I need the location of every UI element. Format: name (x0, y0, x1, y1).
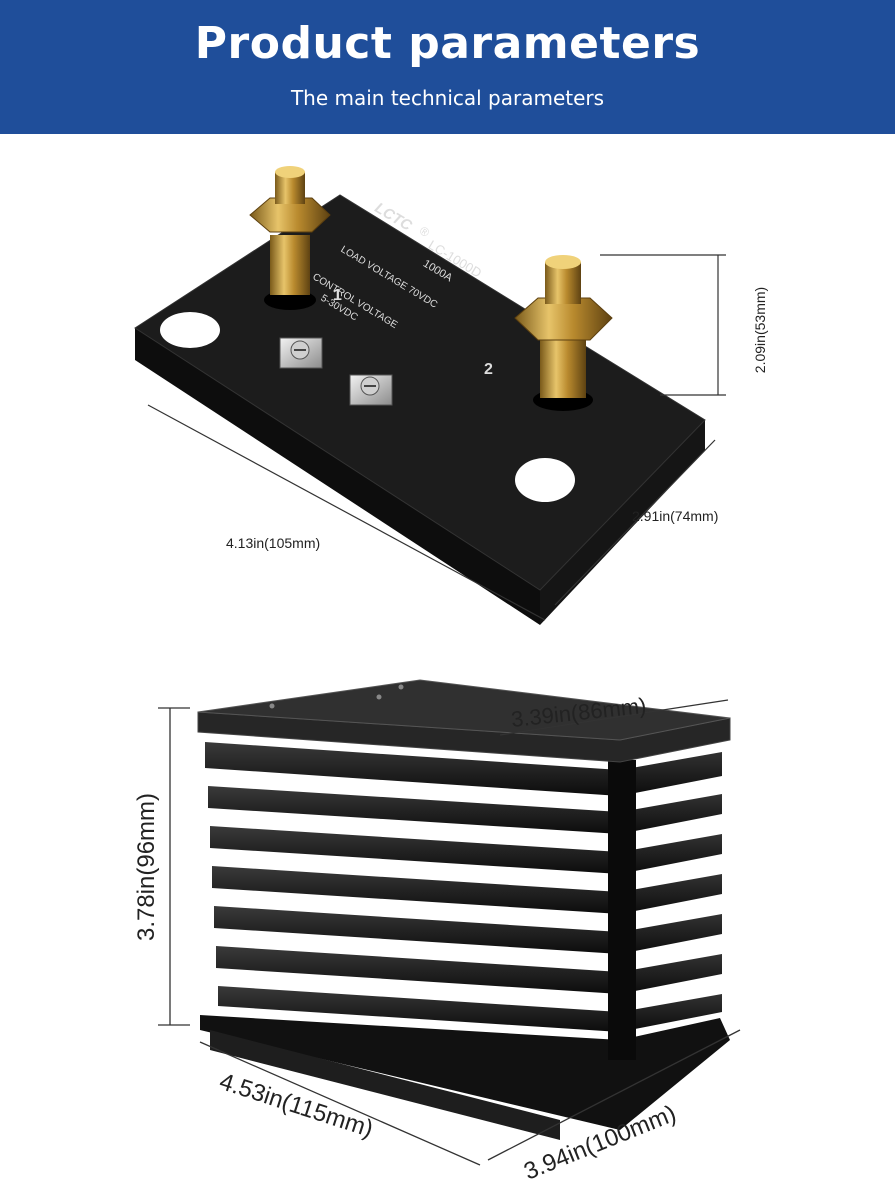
heatsink-height-label: 3.78in(96mm) (133, 793, 160, 941)
heatsink-base (200, 1015, 730, 1130)
heatsink: 3.39in(86mm) 3.78in(96mm) 4.53in(115mm) … (133, 679, 741, 1186)
control-screw-left (279, 337, 323, 369)
dim-line-heatsink-length (199, 1041, 481, 1166)
relay-front-face (135, 328, 540, 625)
relay-right-face (540, 420, 705, 625)
dim-line-heatsink-top (499, 699, 729, 736)
header-banner: Product parameters The main technical pa… (0, 0, 895, 134)
relay-length-label: 4.13in(105mm) (226, 535, 320, 551)
page-title: Product parameters (194, 18, 701, 69)
dim-line-depth (554, 439, 716, 606)
relay-terminal-1: 1 (333, 287, 342, 304)
heatsink-spine (608, 760, 636, 1060)
control-screw-right (349, 374, 393, 406)
brass-terminal-left (249, 166, 331, 310)
dim-line-length (147, 404, 546, 621)
relay-mount-notch (160, 312, 220, 348)
relay-mount-notch (515, 458, 575, 502)
relay-terminal-2: 2 (484, 361, 493, 378)
product-illustration: LCTC ® LC-1000D 1000A LOAD VOLTAGE 70VDC… (133, 166, 768, 1186)
brass-terminal-right (514, 255, 613, 411)
relay-registered-mark: ® (417, 223, 432, 240)
heatsink-fins (205, 742, 722, 1032)
page-subtitle: The main technical parameters (290, 86, 605, 110)
solid-state-relay: LCTC ® LC-1000D 1000A LOAD VOLTAGE 70VDC… (134, 166, 768, 625)
relay-mount-notch (672, 329, 704, 381)
relay-height-label: 2.09in(53mm) (752, 287, 768, 373)
dim-line-heatsink-width (487, 1029, 741, 1161)
relay-depth-label: 2.91in(74mm) (632, 508, 718, 524)
